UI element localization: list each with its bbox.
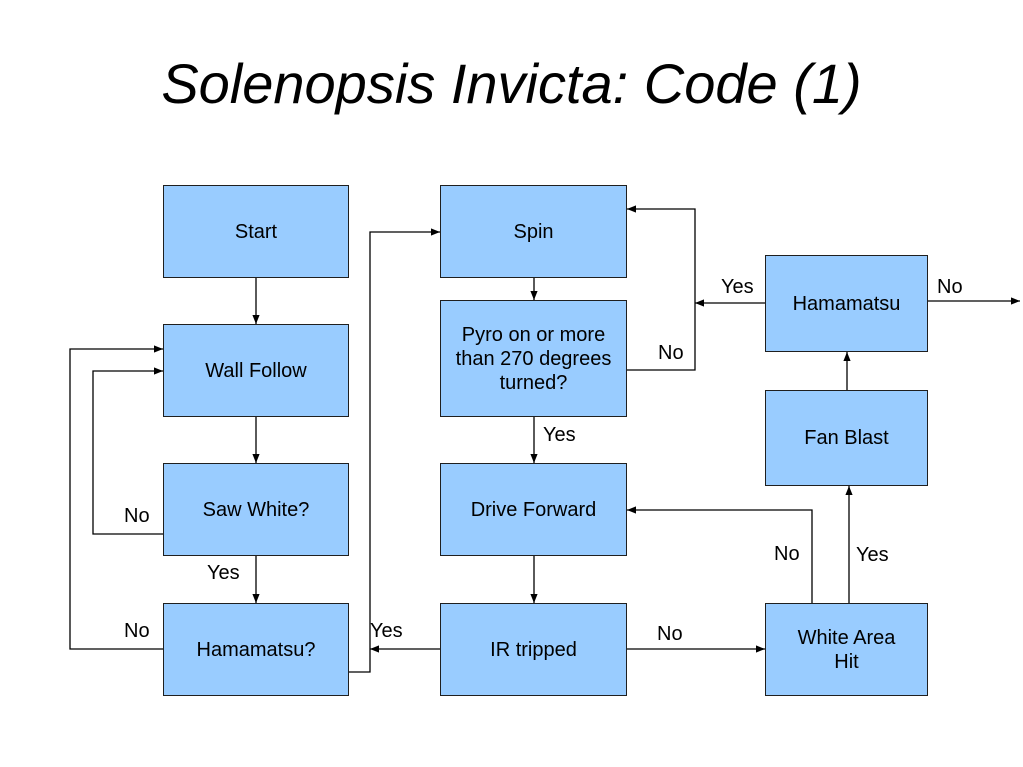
label-pyro-yes: Yes: [543, 424, 576, 446]
node-fan-blast-label: Fan Blast: [804, 427, 889, 449]
edge-hamamatsu-q-yes-to-spin: [348, 228, 440, 673]
label-pyro-no: No: [658, 342, 684, 364]
node-pyro: Pyro on or more than 270 degrees turned?: [440, 300, 627, 417]
node-start: Start: [163, 185, 349, 278]
edge-white-no-to-drive: [627, 506, 813, 603]
node-start-label: Start: [234, 221, 278, 243]
node-spin-label: Spin: [513, 221, 554, 243]
label-white-yes: Yes: [856, 544, 889, 566]
label-saw-white-no: No: [124, 505, 150, 527]
label-hamamatsu-q-yes: Yes: [370, 620, 403, 642]
node-saw-white-label: Saw White?: [202, 499, 310, 521]
label-white-no: No: [774, 543, 800, 565]
node-ir-tripped-label: IR tripped: [490, 638, 577, 661]
node-drive-forward: Drive Forward: [440, 463, 627, 556]
node-fan-blast: Fan Blast: [765, 390, 928, 486]
label-hamamatsu-yes: Yes: [721, 276, 754, 298]
label-hamamatsu-no: No: [937, 276, 963, 298]
label-hamamatsu-q-no: No: [124, 620, 150, 642]
node-hamamatsu-label: Hamamatsu: [792, 292, 901, 315]
node-spin: Spin: [440, 185, 627, 278]
node-hamamatsu-question-label: Hamamatsu?: [196, 638, 316, 661]
slide-title: Solenopsis Invicta: Code (1): [161, 52, 862, 115]
node-wall-follow: Wall Follow: [163, 324, 349, 417]
node-hamamatsu: Hamamatsu: [765, 255, 928, 352]
node-white-area-hit-label: White Area Hit: [797, 626, 896, 673]
edge-pyro-no-to-spin: [627, 205, 696, 371]
node-white-area-hit: White Area Hit: [765, 603, 928, 696]
node-drive-forward-label: Drive Forward: [470, 499, 597, 521]
node-wall-follow-label: Wall Follow: [205, 360, 307, 382]
label-ir-no: No: [657, 623, 683, 645]
label-saw-white-yes: Yes: [207, 562, 240, 584]
edge-hamamatsu-q-no-loop: [69, 345, 163, 650]
node-hamamatsu-question: Hamamatsu?: [163, 603, 349, 696]
node-ir-tripped: IR tripped: [440, 603, 627, 696]
edge-saw-white-no-loop: [92, 367, 163, 535]
node-saw-white: Saw White?: [163, 463, 349, 556]
node-pyro-label: Pyro on or more than 270 degrees turned?: [455, 323, 612, 394]
